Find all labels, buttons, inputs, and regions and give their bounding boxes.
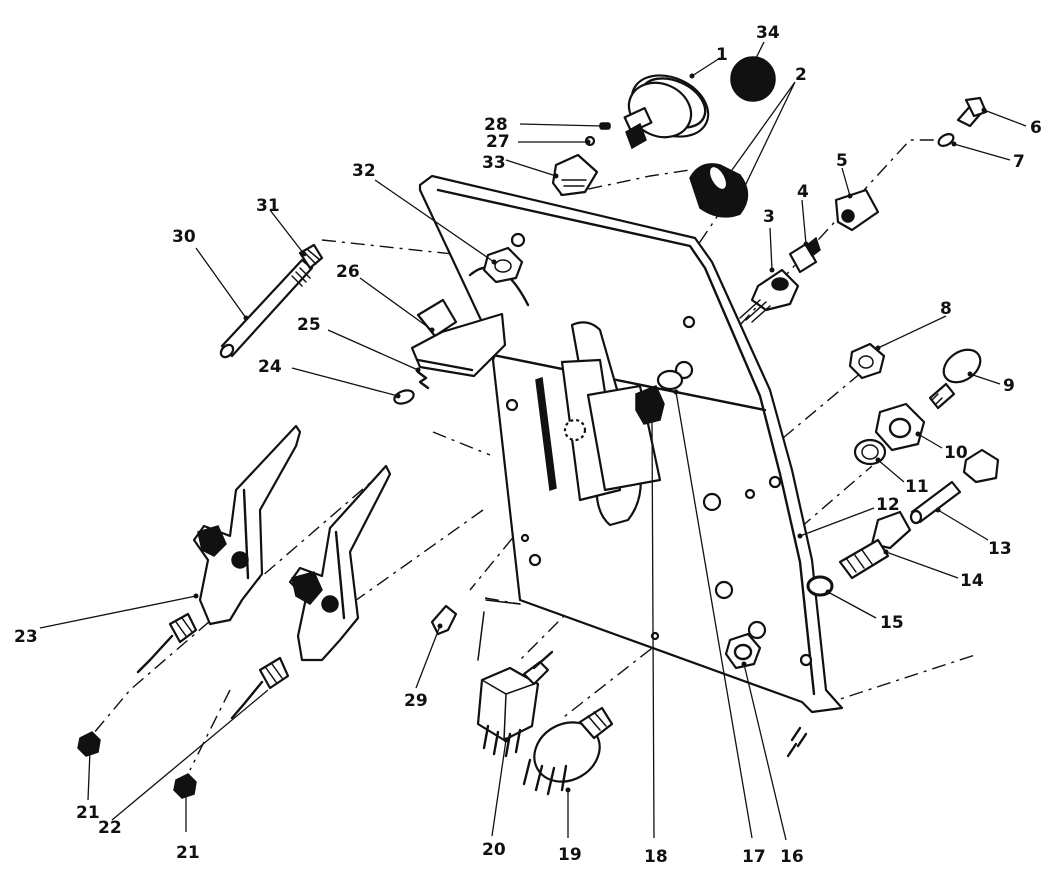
switch-nuts — [635, 369, 762, 670]
nut — [848, 342, 886, 380]
washer — [853, 438, 887, 466]
callout-9: 9 — [1003, 376, 1015, 396]
callout-7: 7 — [1013, 152, 1025, 172]
callout-17: 17 — [742, 847, 766, 867]
callout-20: 20 — [482, 840, 506, 860]
callout-15: 15 — [880, 613, 904, 633]
toggle-switch — [476, 650, 554, 758]
callout-2: 2 — [795, 65, 807, 85]
shaft — [219, 243, 324, 359]
bottom-nuts — [77, 731, 197, 799]
hex-nut — [874, 402, 926, 452]
callout-25: 25 — [297, 315, 321, 335]
callout-26: 26 — [336, 262, 360, 282]
panel-nut — [482, 246, 524, 284]
fasteners-top — [551, 122, 611, 197]
knob — [689, 163, 749, 218]
callout-14: 14 — [960, 571, 984, 591]
callout-6: 6 — [1030, 118, 1042, 138]
callout-3: 3 — [763, 207, 775, 227]
lamp-socket — [739, 188, 880, 323]
callout-5: 5 — [836, 151, 848, 171]
callout-4: 4 — [797, 182, 809, 202]
gauge-assembly — [623, 74, 710, 150]
fuse-holder — [838, 448, 1000, 580]
callout-11: 11 — [905, 477, 929, 497]
cap — [730, 56, 776, 102]
callout-23: 23 — [14, 627, 38, 647]
callout-34: 34 — [756, 23, 780, 43]
callout-28: 28 — [484, 115, 508, 135]
callout-13: 13 — [988, 539, 1012, 559]
callout-21-left: 21 — [76, 803, 100, 823]
callout-29: 29 — [404, 691, 428, 711]
callout-32: 32 — [352, 161, 376, 181]
leader-lines — [39, 41, 1027, 841]
washer-spring — [393, 370, 430, 405]
callout-10: 10 — [944, 443, 968, 463]
callout-18: 18 — [644, 847, 668, 867]
callout-16: 16 — [780, 847, 804, 867]
screw-washer — [937, 96, 988, 147]
callout-1: 1 — [716, 45, 728, 65]
callout-24: 24 — [258, 357, 282, 377]
rotary-switch — [522, 706, 614, 796]
callout-8: 8 — [940, 299, 952, 319]
callout-labels: 1 2 3 4 5 6 7 8 9 10 11 12 13 14 15 16 1… — [14, 23, 1042, 867]
callout-12: 12 — [876, 495, 900, 515]
control-panel-plate — [410, 174, 844, 714]
clip — [430, 604, 458, 636]
wire-stubs — [477, 599, 808, 758]
callout-31: 31 — [256, 196, 280, 216]
callout-19: 19 — [558, 845, 582, 865]
callout-21-right: 21 — [176, 843, 200, 863]
callout-30: 30 — [172, 227, 196, 247]
callout-22: 22 — [98, 818, 122, 838]
callout-33: 33 — [482, 153, 506, 173]
throttle-levers — [136, 424, 392, 720]
ignition-key — [928, 348, 982, 410]
callout-27: 27 — [486, 132, 510, 152]
